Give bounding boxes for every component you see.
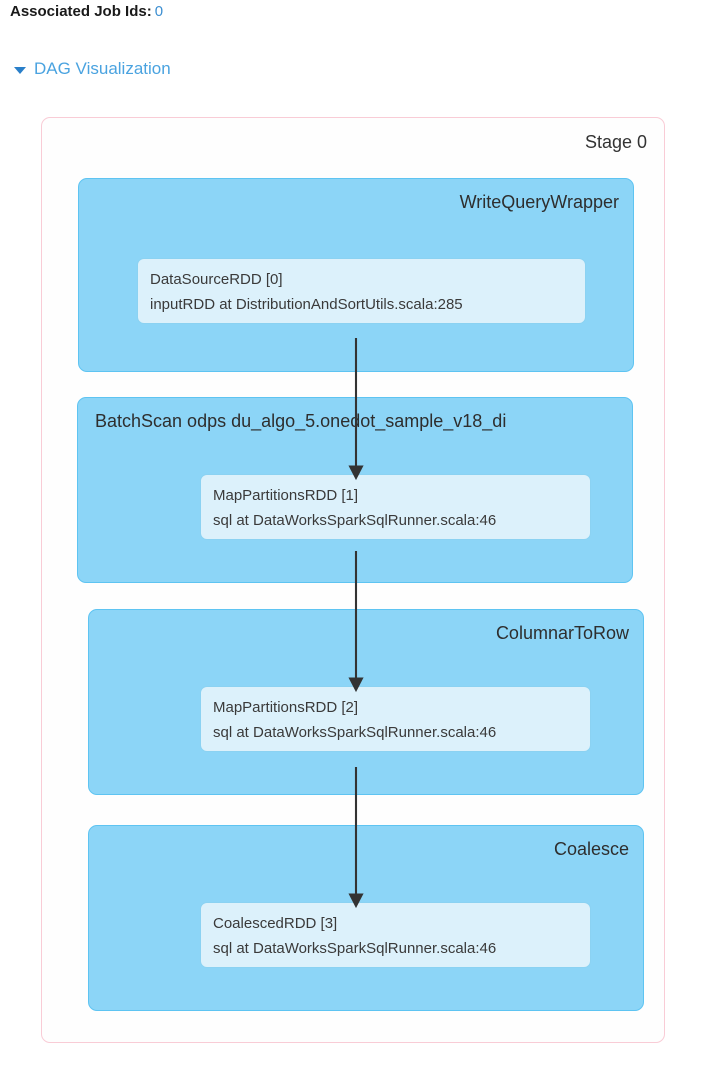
rdd-name: MapPartitionsRDD [2] [213, 699, 359, 716]
rdd-callsite: sql at DataWorksSparkSqlRunner.scala:46 [213, 512, 497, 529]
associated-job-ids-value[interactable]: 0 [154, 3, 164, 20]
caret-down-icon [14, 66, 26, 74]
rdd-node-datasourcerdd[interactable]: DataSourceRDD [0] inputRDD at Distributi… [137, 258, 586, 324]
rdd-callsite: sql at DataWorksSparkSqlRunner.scala:46 [213, 940, 497, 957]
rdd-node-mappartitionsrdd-2[interactable]: MapPartitionsRDD [2] sql at DataWorksSpa… [200, 686, 591, 752]
rdd-name: CoalescedRDD [3] [213, 915, 338, 932]
stage-label: Stage 0 [584, 132, 647, 152]
stage-container: Stage 0 WriteQueryWrapper DataSourceRDD … [41, 117, 665, 1043]
rdd-node-mappartitionsrdd-1[interactable]: MapPartitionsRDD [1] sql at DataWorksSpa… [200, 474, 591, 540]
rdd-callsite: sql at DataWorksSparkSqlRunner.scala:46 [213, 724, 497, 741]
operator-node-batchscan[interactable]: BatchScan odps du_algo_5.onedot_sample_v… [77, 397, 633, 583]
rdd-name: DataSourceRDD [0] [150, 271, 283, 288]
operator-title: Coalesce [553, 839, 629, 859]
operator-node-coalesce[interactable]: Coalesce CoalescedRDD [3] sql at DataWor… [88, 825, 644, 1011]
rdd-node-coalescedrdd[interactable]: CoalescedRDD [3] sql at DataWorksSparkSq… [200, 902, 591, 968]
operator-node-columnar-to-row[interactable]: ColumnarToRow MapPartitionsRDD [2] sql a… [88, 609, 644, 795]
operator-title: BatchScan odps du_algo_5.onedot_sample_v… [95, 411, 507, 431]
rdd-callsite: inputRDD at DistributionAndSortUtils.sca… [150, 296, 463, 313]
operator-node-write-query-wrapper[interactable]: WriteQueryWrapper DataSourceRDD [0] inpu… [78, 178, 634, 372]
rdd-name: MapPartitionsRDD [1] [213, 487, 359, 504]
dag-visualization-toggle[interactable]: DAG Visualization [14, 58, 171, 80]
dag-visualization-title: DAG Visualization [34, 59, 171, 78]
associated-job-ids: Associated Job Ids:0 [10, 2, 163, 22]
operator-title: ColumnarToRow [495, 623, 629, 643]
operator-title: WriteQueryWrapper [459, 192, 619, 212]
associated-job-ids-label: Associated Job Ids: [10, 3, 152, 20]
